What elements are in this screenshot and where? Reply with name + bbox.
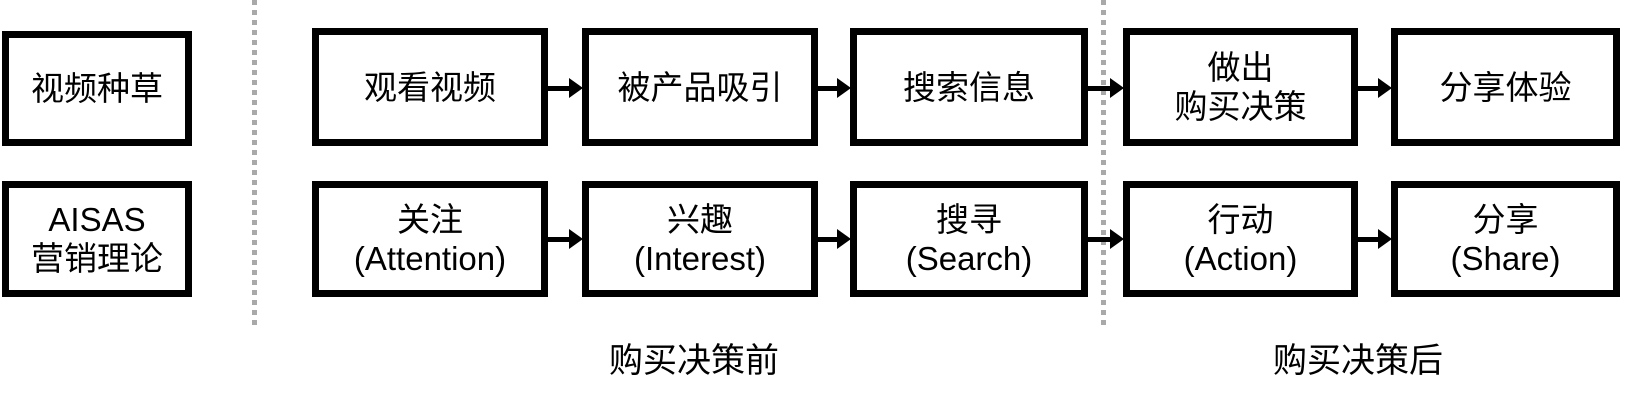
phase-separator-line-left	[252, 0, 257, 326]
box-watch-video-label: 观看视频	[364, 68, 496, 106]
flow-arrow-bottom-2-icon	[817, 229, 851, 249]
box-purchase-decision-line1: 做出	[1207, 49, 1274, 86]
arrow-head-icon	[1110, 229, 1124, 249]
box-share-en: (Share)	[1450, 240, 1561, 277]
box-attention-en: (Attention)	[353, 240, 507, 277]
box-purchase-decision-line2: 购买决策	[1174, 88, 1307, 125]
box-attracted-by-product: 被产品吸引	[582, 28, 818, 146]
arrow-shaft	[1357, 85, 1378, 91]
flow-arrow-top-4-icon	[1357, 78, 1392, 98]
box-interest-cn: 兴趣	[667, 201, 733, 238]
arrow-head-icon	[1110, 78, 1124, 98]
flow-arrow-bottom-3-icon	[1087, 229, 1124, 249]
box-share-cn: 分享	[1472, 201, 1539, 238]
box-action: 行动 (Action)	[1123, 181, 1358, 297]
box-video-seeding-label: 视频种草	[31, 70, 163, 107]
arrow-head-icon	[837, 78, 851, 98]
arrow-shaft	[817, 85, 837, 91]
flow-arrow-top-1-icon	[547, 78, 583, 98]
box-search-info-label: 搜索信息	[903, 68, 1035, 106]
box-watch-video: 观看视频	[312, 28, 548, 146]
box-video-seeding: 视频种草	[2, 31, 192, 146]
arrow-shaft	[1357, 236, 1378, 242]
arrow-shaft	[543, 236, 569, 242]
flow-arrow-bottom-1-icon	[543, 229, 583, 249]
arrow-shaft	[547, 85, 569, 91]
box-interest-en: (Interest)	[633, 240, 767, 277]
box-interest: 兴趣 (Interest)	[582, 181, 818, 297]
box-share-experience: 分享体验	[1391, 28, 1620, 146]
arrow-shaft	[1087, 236, 1110, 242]
flow-arrow-top-2-icon	[817, 78, 851, 98]
box-attention-cn: 关注	[397, 201, 463, 238]
phase-label-pre-purchase: 购买决策前	[609, 342, 779, 380]
phase-label-post-purchase: 购买决策后	[1273, 342, 1443, 380]
box-attracted-by-product-label: 被产品吸引	[617, 68, 783, 106]
arrow-head-icon	[837, 229, 851, 249]
arrow-head-icon	[569, 229, 583, 249]
box-action-cn: 行动	[1207, 201, 1274, 238]
arrow-head-icon	[1378, 78, 1392, 98]
box-aisas-theory: AISAS 营销理论	[2, 181, 192, 297]
box-search: 搜寻 (Search)	[850, 181, 1088, 297]
box-share: 分享 (Share)	[1391, 181, 1620, 297]
box-action-en: (Action)	[1183, 240, 1298, 277]
flow-arrow-top-3-icon	[1087, 78, 1124, 98]
phase-separator-line-right	[1101, 0, 1106, 326]
box-aisas-theory-line1: AISAS	[48, 201, 146, 238]
box-aisas-theory-line2: 营销理论	[31, 240, 163, 277]
box-share-experience-label: 分享体验	[1439, 68, 1572, 106]
box-search-cn: 搜寻	[936, 201, 1002, 238]
arrow-head-icon	[1378, 229, 1392, 249]
flow-arrow-bottom-4-icon	[1357, 229, 1392, 249]
arrow-shaft	[817, 236, 837, 242]
arrow-head-icon	[569, 78, 583, 98]
box-search-en: (Search)	[905, 240, 1033, 277]
box-purchase-decision: 做出 购买决策	[1123, 28, 1358, 146]
arrow-shaft	[1087, 85, 1110, 91]
box-attention: 关注 (Attention)	[312, 181, 548, 297]
box-search-info: 搜索信息	[850, 28, 1088, 146]
